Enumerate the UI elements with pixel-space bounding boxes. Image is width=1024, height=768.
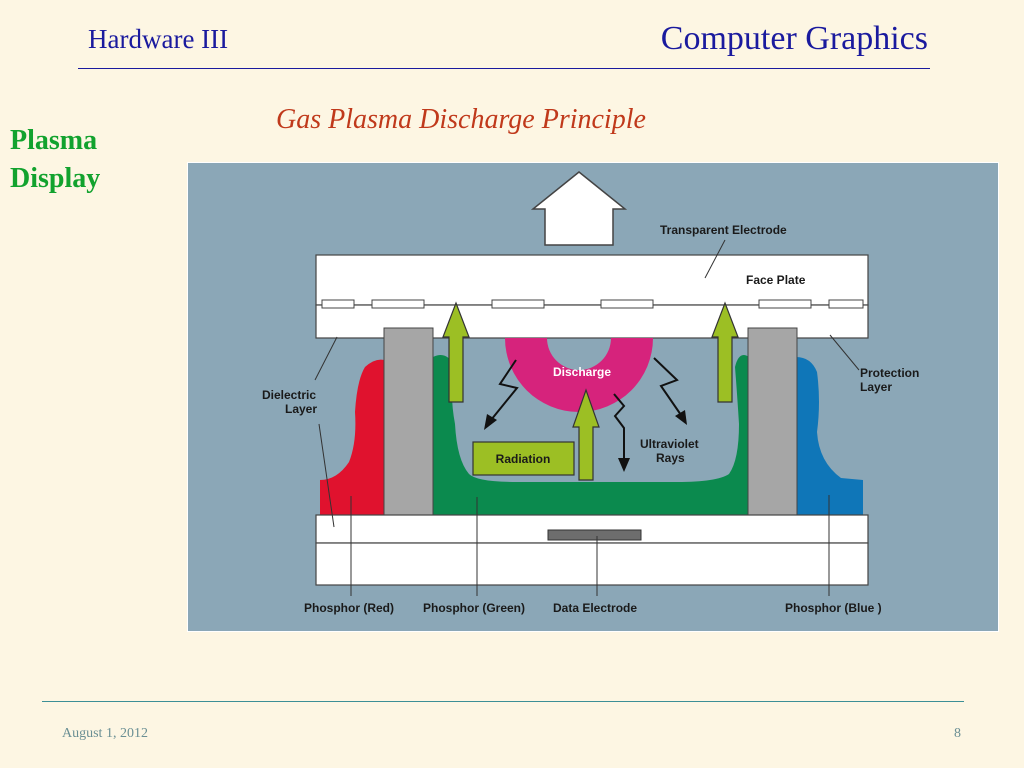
dielectric-layer-label-2: Layer [285,402,317,416]
protection-layer-label-2: Layer [860,380,892,394]
data-electrode [547,529,642,541]
phosphor-blue [796,357,863,515]
data-electrode-label: Data Electrode [553,601,637,615]
lightning-arrow-left [490,359,519,421]
footer-date: August 1, 2012 [62,726,148,741]
radiation-label: Radiation [496,452,551,466]
leader-protection-layer [829,334,860,371]
uv-arrow-left [442,301,470,403]
slide-title: Gas Plasma Discharge Principle [276,104,646,135]
uv-arrow-center [572,388,600,481]
discharge-plasma [505,338,653,412]
footer-divider [42,701,964,702]
lightning-arrowhead-left [484,414,497,430]
leader-dielectric-bottom [318,423,335,528]
transparent-electrode-6 [828,299,864,309]
phosphor-green-label: Phosphor (Green) [423,601,525,615]
transparent-electrode-1 [321,299,355,309]
face-plate [315,254,869,306]
side-title-line-1: Plasma [10,125,98,156]
lightning-arrow-mid [613,393,626,462]
transparent-electrode-3 [491,299,545,309]
face-plate-label: Face Plate [746,273,806,287]
transparent-electrode-2 [371,299,425,309]
light-output-arrow [530,171,628,246]
plasma-cell-diagram: Radiation Transparent Electrode Face Pla… [187,162,999,632]
uv-arrow-right [711,301,739,403]
transparent-electrode-5 [758,299,812,309]
section-title: Hardware III [88,24,229,54]
phosphor-red-label: Phosphor (Red) [304,601,394,615]
phosphor-green [433,354,749,515]
dielectric-layer-label-1: Dielectric [262,388,316,402]
phosphor-red [320,359,384,515]
header-divider [78,68,930,69]
leader-dielectric-top [314,336,338,381]
phosphor-blue-label: Phosphor (Blue ) [785,601,882,615]
course-title: Computer Graphics [660,20,928,57]
ultraviolet-rays-label-2: Rays [656,451,685,465]
transparent-electrode-4 [600,299,654,309]
discharge-label: Discharge [553,365,611,379]
protection-layer-label-1: Protection [860,366,919,380]
lightning-arrowhead-mid [618,458,630,472]
rear-substrate [315,542,869,586]
page-number: 8 [954,726,961,741]
lightning-arrow-right [653,357,682,416]
lightning-arrowhead-right [675,410,687,425]
radiation-box [472,441,575,476]
leader-transparent-electrode [704,239,726,279]
barrier-rib-left [383,327,434,517]
side-title-line-2: Display [10,162,101,194]
transparent-electrode-label: Transparent Electrode [660,223,787,237]
barrier-rib-right [747,327,798,517]
side-title: Plasma Display [10,122,160,198]
ultraviolet-rays-label-1: Ultraviolet [640,437,699,451]
